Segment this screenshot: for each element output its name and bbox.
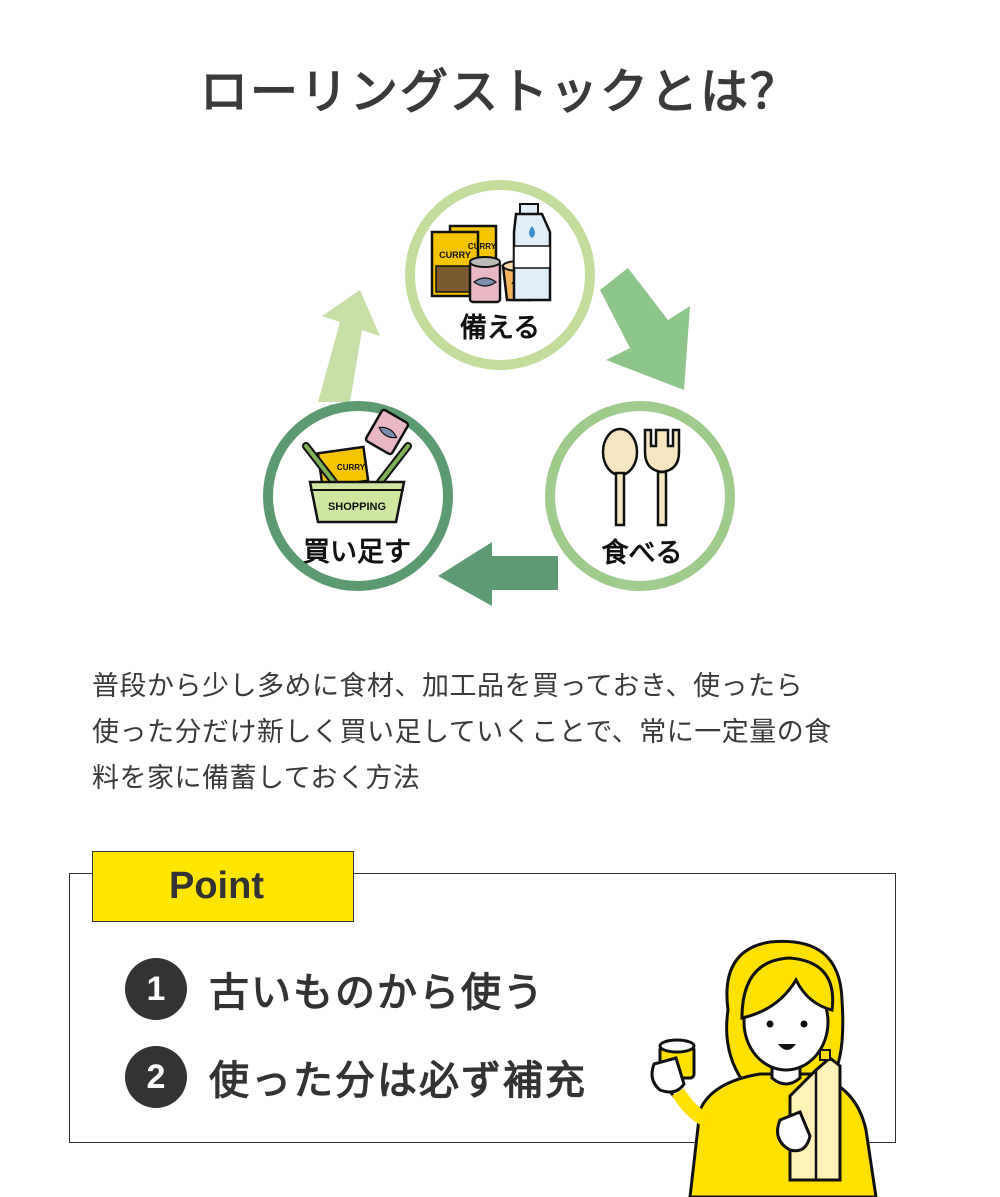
curry-label-back: CURRY [468, 242, 497, 251]
fork-icon [643, 428, 681, 527]
eat-label: 食べる [602, 537, 683, 569]
arrow-stock-to-eat [600, 268, 690, 390]
description: 普段から少し多めに食材、加工品を買っておき、使ったら 使った分だけ新しく買い足し… [92, 664, 922, 802]
point-number: 2 [125, 1046, 187, 1108]
point-tag: Point [92, 851, 354, 922]
curry-label: CURRY [439, 250, 471, 260]
basket-can-icon [364, 408, 410, 456]
shopping-basket-icon: CURRY SHOPPING [302, 408, 412, 524]
page-title: ローリングストックとは？ [199, 64, 800, 120]
spoon-icon [601, 427, 639, 527]
basket-label: SHOPPING [328, 501, 386, 513]
rolling-stock-cycle-diagram: CURRY CURRY 備える [263, 180, 735, 606]
stock-label: 備える [460, 312, 540, 344]
buy-label: 買い足す [303, 537, 411, 568]
point-item-1: 1 古いものから使う [125, 958, 545, 1020]
basket-curry-label: CURRY [337, 463, 366, 472]
arrow-eat-to-buy [438, 542, 558, 606]
point-number: 1 [125, 958, 187, 1020]
point-text: 古いものから使う [209, 970, 545, 1016]
eat-circle: 食べる [545, 401, 735, 591]
point-text: 使った分は必ず補充 [209, 1058, 587, 1104]
buy-circle: CURRY SHOPPING 買い足す [263, 401, 453, 591]
description-line: 料を家に備蓄しておく方法 [92, 763, 421, 794]
stock-circle: CURRY CURRY 備える [405, 180, 595, 370]
water-bottle-icon [512, 203, 552, 302]
description-line: 普段から少し多めに食材、加工品を買っておき、使ったら [92, 671, 803, 702]
point-item-2: 2 使った分は必ず補充 [125, 1046, 587, 1108]
description-line: 使った分だけ新しく買い足していくことで、常に一定量の食 [92, 717, 832, 748]
canned-fish-icon [468, 256, 502, 304]
arrow-buy-to-stock [318, 290, 380, 402]
